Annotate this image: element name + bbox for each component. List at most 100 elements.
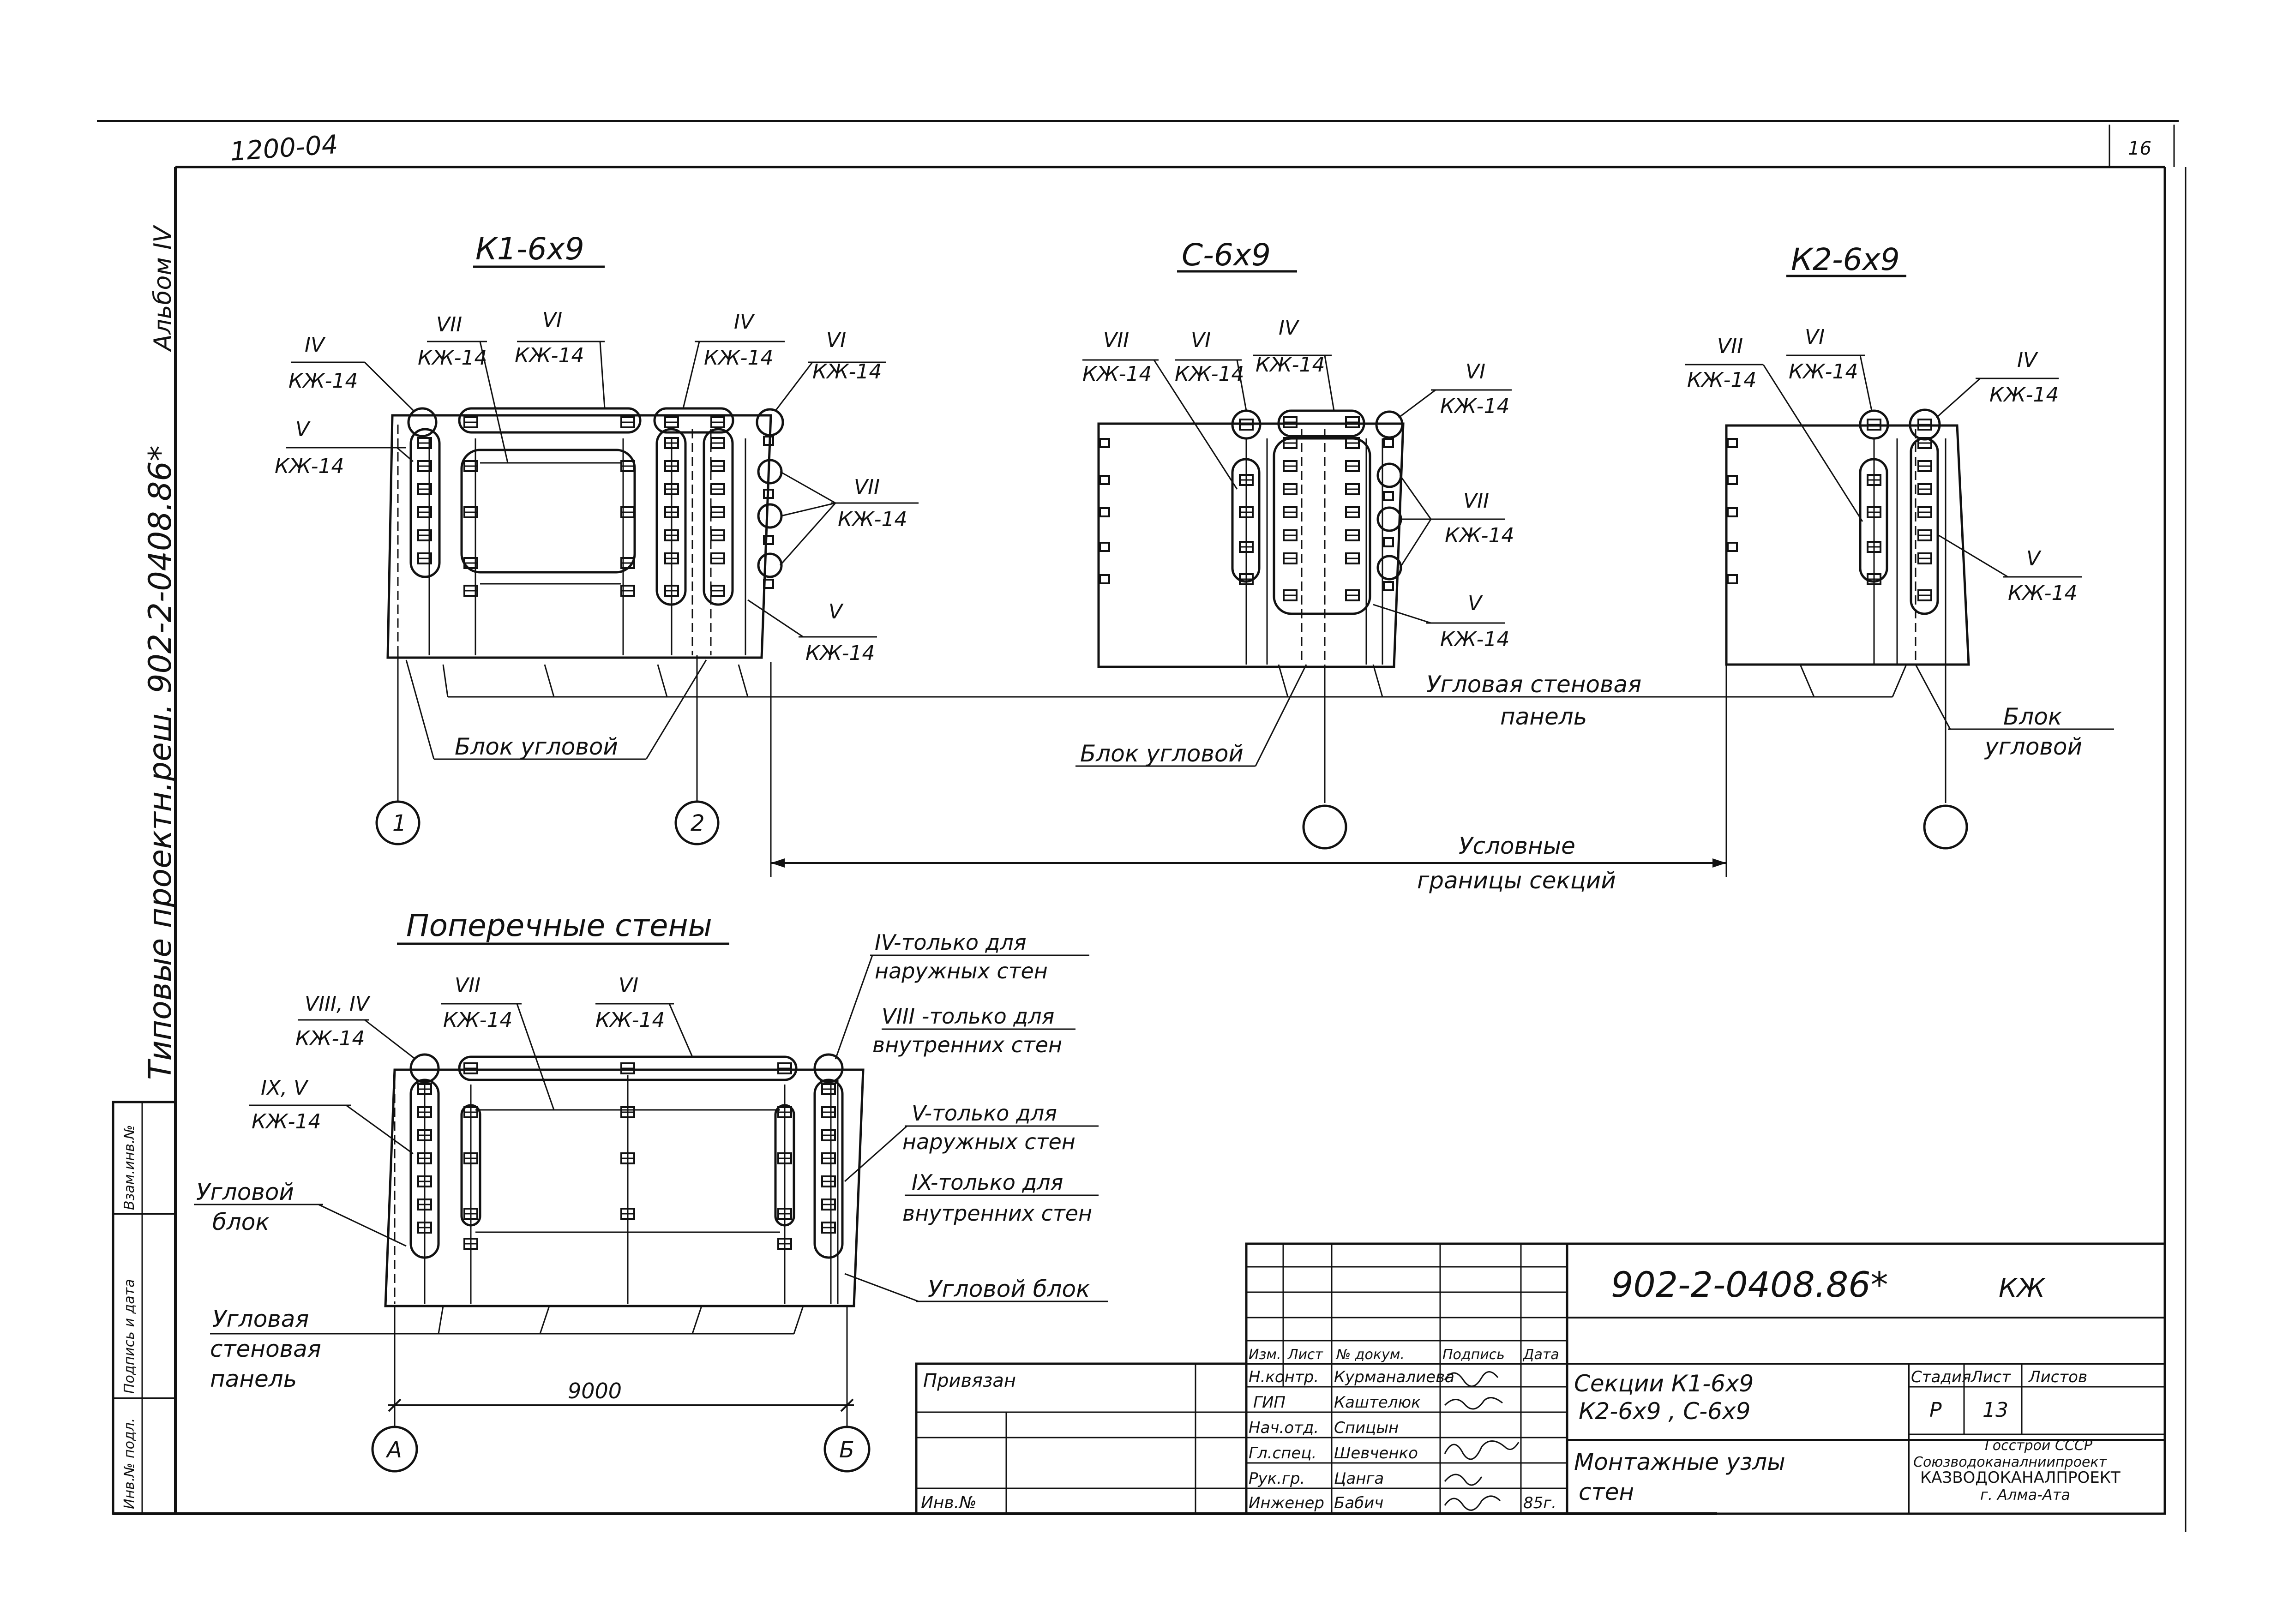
c-label-2-num: VI [1191,329,1211,352]
cross-note-2b: внутренних стен [872,1032,1062,1057]
stamp-subtitle-2: стен [1579,1479,1634,1505]
k2-label-1-num: VII [1717,335,1743,358]
cross-note-4b: внутренних стен [902,1201,1092,1226]
stamp-org-3: КАЗВОДОКАНАЛПРОЕКТ [1920,1468,2121,1487]
drawing-frame [97,120,2187,1532]
cross-label-2-num: VII [455,974,481,997]
stamp-h-list: Лист [1287,1347,1324,1363]
k1-label-3-num: VII [436,313,462,336]
c-label-5-text: КЖ-14 [1445,524,1514,547]
axis-2: 2 [691,810,705,836]
k1-label-4-text: КЖ-14 [515,344,584,367]
cross-corner-block-left-1: Угловой [196,1179,294,1205]
stamp-role-5: Рук.гр. [1249,1469,1305,1488]
c-label-3-text: КЖ-14 [1256,353,1325,377]
c-label-5-num: VII [1463,489,1489,513]
stamp-role-6: Инженер [1249,1494,1324,1512]
stamp-sheet-label: Лист [1970,1368,2011,1386]
cross-corner-block-right: Угловой блок [928,1276,1090,1302]
k1-label-5-num: IV [734,310,755,334]
stamp-sheets-label: Листов [2028,1368,2087,1386]
c-label-2-text: КЖ-14 [1175,362,1244,386]
stamp-name-1: Курманалиева [1334,1368,1454,1386]
k2-label-2-text: КЖ-14 [1789,360,1858,384]
k2-title: К2-6х9 [1791,242,1900,277]
cross-label-3-text: КЖ-14 [595,1008,665,1032]
stamp-sheet-no: 13 [1983,1398,2008,1422]
k2-label-4-num: V [2026,547,2042,570]
c-label-4-text: КЖ-14 [1440,395,1510,418]
stamp-role-1: Н.контр. [1249,1368,1319,1386]
strip-inv: Инв.№ подл. [121,1418,138,1509]
c-label-1-text: КЖ-14 [1082,362,1152,386]
album-label: Альбом IV [149,225,177,352]
strip-sign: Подпись и дата [121,1279,138,1394]
boundaries-label-1: Условные [1459,833,1575,859]
k1-corner-block: Блок угловой [455,733,618,760]
k1-label-1-text: КЖ-14 [288,369,358,393]
page-number: 16 [2128,138,2151,159]
cross-note-1a: IV-только для [875,930,1027,955]
section-c: С-6х9 VII КЖ-14 VI КЖ-14 [1075,237,1641,850]
section-k2: К2-6х9 VII КЖ-14 VI КЖ-14 IV КЖ-14 V КЖ-… [1685,242,2114,850]
c-title: С-6х9 [1182,237,1271,273]
cross-corner-panel-2: стеновая [210,1336,321,1362]
stamp-title-2: К2-6х9 , С-6х9 [1579,1398,1750,1425]
k1-label-4-num: VI [542,308,562,332]
axis-b: Б [839,1437,854,1463]
k1-label-1-num: IV [305,333,326,357]
k2-corner-block-2: угловой [1984,733,2082,760]
cross-label-1-text: КЖ-14 [295,1027,365,1050]
cross-label-1-num: VIII, IV [305,992,371,1016]
c-corner-block: Блок угловой [1080,740,1244,767]
stamp-h-date: Дата [1522,1347,1559,1363]
cross-label-3-num: VI [619,974,638,997]
k2-label-1-text: КЖ-14 [1687,368,1757,392]
cross-label-4-text: КЖ-14 [252,1110,321,1133]
stamp-name-2: Каштелюк [1334,1393,1421,1412]
stamp-name-5: Цанга [1334,1469,1384,1488]
stamp-h-doc: № докум. [1335,1347,1405,1363]
stamp-stage-label: Стадия [1911,1368,1971,1386]
c-corner-panel-1: Угловая стеновая [1426,671,1641,698]
cross-note-1b: наружных стен [875,959,1048,983]
cross-note-4a: IX-только для [912,1170,1063,1195]
stamp-name-6: Бабич [1334,1494,1383,1512]
cross-note-3b: наружных стен [902,1129,1075,1154]
boundaries-label-2: границы секций [1417,867,1616,894]
cross-dimension: 9000 [568,1378,622,1403]
k2-anchor-nodes [1727,419,1932,601]
k1-label-8-num: V [829,600,844,623]
k1-label-5-text: КЖ-14 [704,346,774,370]
title-block: Изм. Лист № докум. Подпись Дата Н.контр.… [915,1242,2166,1515]
cross-note-2a: VIII -только для [882,1004,1054,1029]
stamp-org-4: г. Алма-Ата [1980,1486,2070,1504]
section-k1: К1-6х9 [275,231,919,845]
axis-1: 1 [392,810,407,836]
k2-label-3-num: IV [2017,348,2038,372]
c-label-1-num: VII [1103,329,1129,352]
stamp-mark: КЖ [1999,1273,2046,1303]
stamp-role-4: Гл.спец. [1249,1444,1316,1462]
strip-vzam: Взам.инв.№ [121,1125,138,1210]
cross-note-3a: V-только для [912,1101,1057,1126]
k1-label-2-text: КЖ-14 [275,455,344,478]
left-strip: Инв.№ подл. Подпись и дата Взам.инв.№ [112,1101,177,1515]
stamp-stage: Р [1929,1398,1942,1422]
stamp-privyazan: Привязан [923,1370,1016,1391]
stamp-role-2: ГИП [1253,1393,1286,1412]
k2-corner-block-1: Блок [2003,703,2062,730]
k1-label-3-text: КЖ-14 [418,346,487,370]
c-corner-panel-2: панель [1500,703,1587,730]
stamp-year: 85г. [1523,1494,1556,1512]
cross-label-4-num: IX, V [261,1076,309,1100]
c-label-6-text: КЖ-14 [1440,628,1510,651]
k2-label-4-text: КЖ-14 [2008,581,2078,605]
c-label-4-num: VI [1466,360,1485,384]
cross-label-2-text: КЖ-14 [443,1008,513,1032]
cross-title: Поперечные стены [406,908,712,943]
stamp-name-4: Шевченко [1334,1444,1418,1462]
signatures [1444,1371,1520,1511]
stamp-name-3: Спицын [1334,1419,1399,1437]
